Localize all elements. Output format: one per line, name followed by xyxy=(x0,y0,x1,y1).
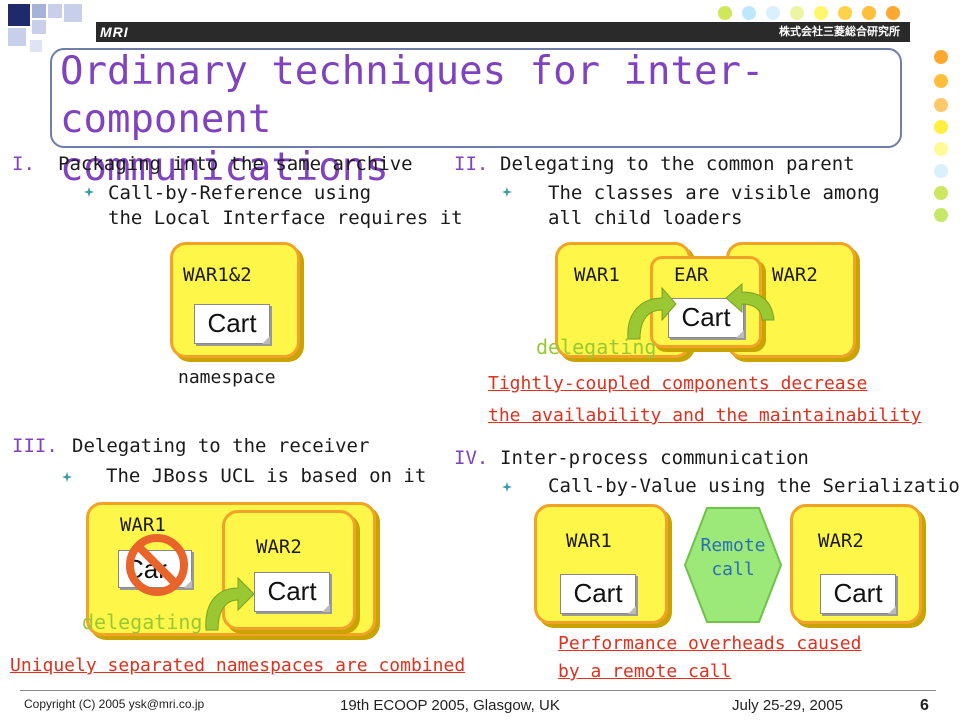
corner-square-mid xyxy=(32,4,46,18)
section-4-number: IV. xyxy=(454,447,489,469)
namespace-caption: namespace xyxy=(178,367,276,388)
company-logo: MRI xyxy=(100,24,129,40)
section-1-heading: Packaging into the same archive xyxy=(58,153,413,175)
delegating-arrow-left-icon xyxy=(627,286,677,340)
section-1-bullet-line2: the Local Interface requires it xyxy=(108,207,463,229)
delegating-label: delegating xyxy=(536,335,657,359)
side-dot xyxy=(934,120,948,134)
header-dot xyxy=(790,6,804,20)
section-2-bullet-line2: all child loaders xyxy=(548,207,743,229)
section-3-heading: Delegating to the receiver xyxy=(72,435,370,457)
note-tight-coupling-line2: the availability and the maintainability xyxy=(488,405,922,426)
corner-square-dark xyxy=(8,4,30,26)
bullet-icon xyxy=(502,482,512,492)
header-dot xyxy=(742,6,756,20)
section-1-number: I. xyxy=(12,153,35,175)
side-dot xyxy=(934,164,948,178)
footer-date: July 25-29, 2005 xyxy=(732,697,843,714)
remote-call-line2: call xyxy=(711,559,755,580)
title-frame xyxy=(50,48,902,148)
war2-label: WAR2 xyxy=(772,264,818,286)
section-3-number: III. xyxy=(12,435,58,457)
corner-square-mid xyxy=(64,4,82,22)
war1-label: WAR1 xyxy=(574,264,620,286)
side-dot xyxy=(934,208,948,222)
section-2-number: II. xyxy=(454,153,489,175)
ear-label: EAR xyxy=(674,264,709,286)
slide-title-line1: Ordinary techniques for inter-component xyxy=(60,49,765,142)
header-dot xyxy=(814,6,828,20)
section-3-bullet-line1: The JBoss UCL is based on it xyxy=(106,465,427,487)
delegating-arrow-icon xyxy=(205,576,255,631)
side-dot xyxy=(934,50,948,64)
section-1-bullet-line1: Call-by-Reference using xyxy=(108,182,372,204)
note-tight-coupling-line1: Tightly-coupled components decrease xyxy=(488,373,868,394)
war1-label: WAR1 xyxy=(566,530,612,552)
cart-component: Cart xyxy=(560,574,636,614)
war2-label: WAR2 xyxy=(256,536,302,558)
bullet-icon xyxy=(502,187,512,197)
cart-component: Cart xyxy=(194,304,270,344)
side-dot xyxy=(934,98,948,112)
footer-copyright: Copyright (C) 2005 ysk@mri.co.jp xyxy=(24,697,205,711)
cart-component: Cart xyxy=(820,574,896,614)
remote-call-arrow-icon xyxy=(683,507,783,623)
bullet-icon xyxy=(62,472,72,482)
header-dot xyxy=(838,6,852,20)
side-dot xyxy=(934,74,948,88)
corner-square-light xyxy=(8,28,26,46)
section-4-heading: Inter-process communication xyxy=(500,447,809,469)
cart-component: Cart xyxy=(668,298,744,338)
prohibited-icon xyxy=(126,534,188,596)
corner-square-light xyxy=(48,4,62,18)
page-number: 6 xyxy=(920,697,929,714)
footer-event: 19th ECOOP 2005, Glasgow, UK xyxy=(340,697,560,714)
remote-call-label: Remote call xyxy=(683,534,783,582)
war2-label: WAR2 xyxy=(818,530,864,552)
note-performance-line1: Performance overheads caused xyxy=(558,633,862,654)
header-bar xyxy=(96,22,910,42)
company-name: 株式会社三菱総合研究所 xyxy=(779,25,900,38)
delegating-arrow-right-icon xyxy=(725,282,775,321)
corner-square-light xyxy=(32,20,46,34)
section-2-heading: Delegating to the common parent xyxy=(500,153,855,175)
war1-label: WAR1 xyxy=(120,514,166,536)
note-performance-line2: by a remote call xyxy=(558,661,732,682)
section-2-bullet-line1: The classes are visible among xyxy=(548,182,880,204)
remote-call-line1: Remote xyxy=(700,535,766,556)
war-label: WAR1&2 xyxy=(183,264,252,286)
delegating-label: delegating xyxy=(82,610,203,634)
corner-square-light xyxy=(30,40,42,52)
slide-title-line2: communications xyxy=(60,145,389,190)
slide-title: Ordinary techniques for inter-component … xyxy=(60,48,900,192)
header-dot xyxy=(862,6,876,20)
note-combined-namespaces: Uniquely separated namespaces are combin… xyxy=(10,655,466,676)
bullet-icon xyxy=(84,187,94,197)
section-4-bullet-line1: Call-by-Value using the Serialization xyxy=(548,475,960,497)
side-dot xyxy=(934,142,948,156)
side-dot xyxy=(934,186,948,200)
header-dot xyxy=(886,6,900,20)
footer-divider xyxy=(20,690,936,691)
cart-component: Cart xyxy=(254,572,330,612)
header-dot xyxy=(718,6,732,20)
header-dot xyxy=(766,6,780,20)
